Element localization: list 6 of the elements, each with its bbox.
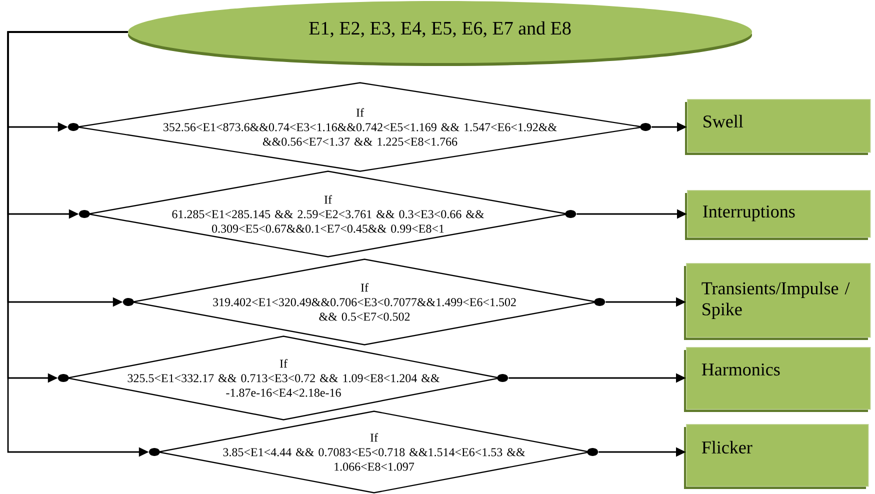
- ellipse-node: E1, E2, E3, E4, E5, E6, E7 and E8: [128, 1, 752, 66]
- result-box: Harmonics: [684, 347, 871, 412]
- result-box: Interruptions: [685, 190, 871, 240]
- result-box: Transients/Impulse / Spike: [684, 263, 871, 340]
- result-box: Flicker: [684, 424, 869, 489]
- result-box: Swell: [685, 99, 871, 155]
